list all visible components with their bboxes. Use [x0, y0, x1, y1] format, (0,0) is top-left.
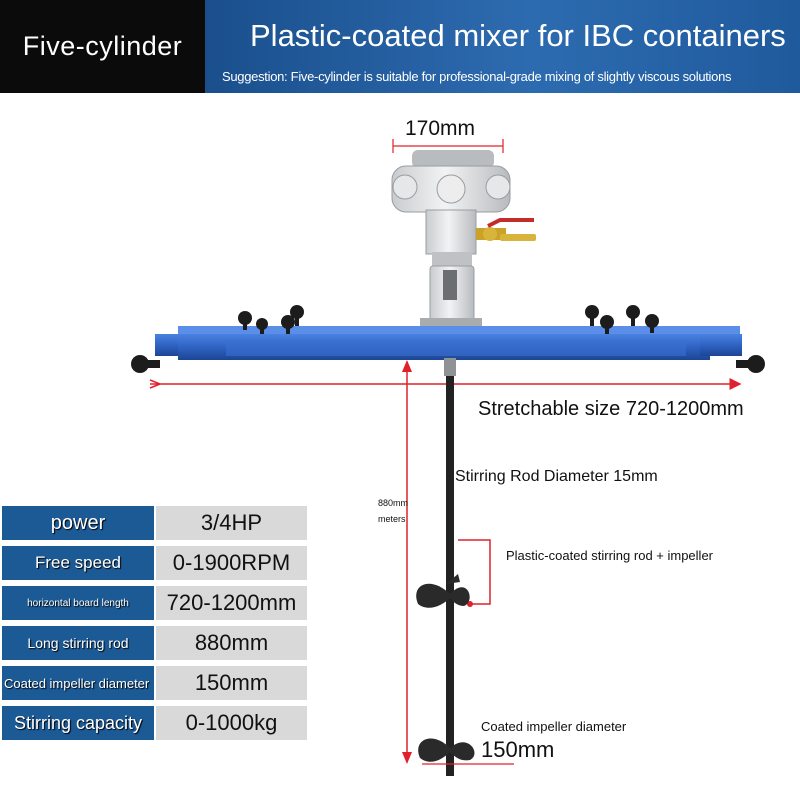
motor-width-label: 170mm: [405, 117, 476, 140]
spec-label: Free speed: [2, 546, 154, 580]
upper-impeller: [416, 574, 470, 608]
motor-width-dimension: [392, 139, 504, 153]
rod-diameter-label: Stirring Rod Diameter 15mm: [455, 468, 658, 485]
spec-value: 720-1200mm: [156, 586, 307, 620]
spec-label: power: [2, 506, 154, 540]
page-title: Plastic-coated mixer for IBC containers: [250, 18, 786, 53]
header-banner: [205, 0, 800, 93]
spec-label: horizontal board length: [2, 586, 154, 620]
spec-value: 0-1900RPM: [156, 546, 307, 580]
suggestion-text: Suggestion: Five-cylinder is suitable fo…: [222, 69, 732, 84]
adjustable-crossbar: [155, 326, 742, 360]
header-badge: Five-cylinder: [0, 0, 205, 93]
spec-value: 150mm: [156, 666, 307, 700]
rod-callout-pointer: [458, 539, 491, 607]
spec-label: Stirring capacity: [2, 706, 154, 740]
spec-value: 0-1000kg: [156, 706, 307, 740]
rod-length-unit: meters: [378, 514, 406, 524]
spec-row-board-length: horizontal board length 720-1200mm: [0, 586, 310, 620]
rod-length-value: 880mm: [378, 498, 409, 508]
stretch-size-label: Stretchable size 720-1200mm: [478, 398, 744, 420]
impeller-diameter-value: 150mm: [481, 737, 555, 762]
rod-callout-label: Plastic-coated stirring rod + impeller: [506, 548, 713, 563]
spec-label: Long stirring rod: [2, 626, 154, 660]
lower-impeller: [418, 738, 475, 762]
spec-value: 880mm: [156, 626, 307, 660]
spec-label: Coated impeller diameter: [2, 666, 154, 700]
stirring-rod: [444, 358, 456, 776]
air-valve: [476, 218, 536, 241]
stretch-dimension: [149, 378, 742, 390]
spec-row-capacity: Stirring capacity 0-1000kg: [0, 706, 310, 740]
spec-row-impeller-diameter: Coated impeller diameter 150mm: [0, 666, 310, 700]
spec-row-rod-length: Long stirring rod 880mm: [0, 626, 310, 660]
rod-length-dimension: [402, 360, 412, 764]
spec-row-power: power 3/4HP: [0, 506, 310, 540]
impeller-caption: Coated impeller diameter: [481, 719, 627, 734]
spec-row-free-speed: Free speed 0-1900RPM: [0, 546, 310, 580]
clamp-knobs: [131, 305, 765, 373]
spec-value: 3/4HP: [156, 506, 307, 540]
air-motor: [391, 150, 511, 331]
